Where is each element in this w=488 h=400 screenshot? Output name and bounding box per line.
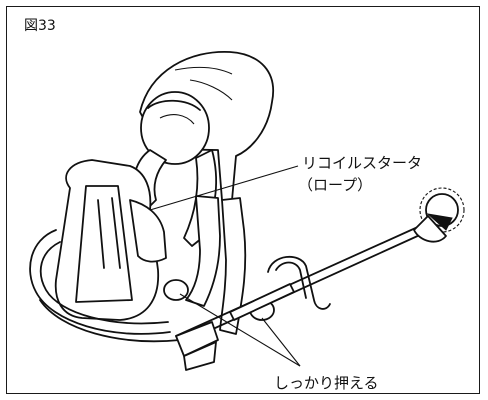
- leader-lines: [149, 165, 301, 367]
- handle-grip-icon: [229, 283, 295, 321]
- saw-blade-icon: [413, 187, 465, 243]
- callout-hold-firmly: しっかり押える: [274, 374, 379, 392]
- brush-cutter-shaft-icon: [175, 225, 423, 371]
- operator-figure-icon: [132, 51, 275, 335]
- callout-recoil-starter: リコイルスタータ: [302, 154, 423, 172]
- callout-rope: （ロープ）: [298, 176, 373, 194]
- backpack-engine-icon: [29, 159, 181, 343]
- figure-label: 図33: [24, 18, 56, 34]
